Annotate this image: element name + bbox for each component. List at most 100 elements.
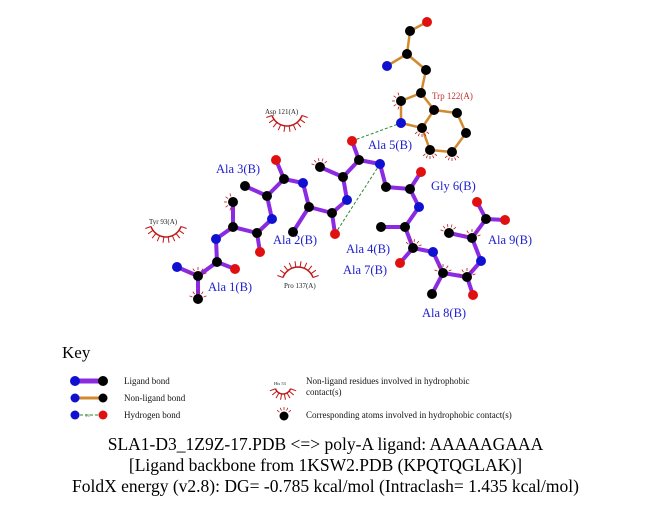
hydrophobic-contact-spike [405,241,409,245]
oxygen-atom [271,155,281,165]
hydrophobic-contact-spike [201,268,204,272]
hydrophobic-contact-spike [276,409,280,413]
carbon-atom [408,243,418,253]
label-ala9: Ala 9(B) [488,233,532,247]
label-gly6: Gly 6(B) [431,179,476,193]
hydrophobic-contact-spike [477,234,481,237]
nitrogen-atom [298,178,308,188]
hydrophobic-contact-spike [286,407,289,411]
key-ligand-bond-label: Ligand bond [124,376,170,386]
key-hbond-distance: 3.0 [85,413,90,418]
hydrophobic-contact-spike [225,196,229,199]
carbon-atom [354,155,364,165]
hydrophobic-contact-spike [418,244,422,247]
oxygen-atom [500,215,510,225]
hydrophobic-contact-spike [409,239,412,243]
nitrogen-atom [382,61,392,71]
hydrophobic-contact-spike [393,95,397,98]
hydrophobic-contact-spike [397,106,400,110]
footer-title-line2: [Ligand backbone from 1KSW2.PDB (KPQTQGL… [128,455,523,475]
key-nitrogen-atom [70,393,80,403]
nitrogen-atom [428,247,438,257]
hydrophobic-contact-spike [318,158,320,162]
hydrophobic-contact-spike [447,157,450,161]
key-hydrophobic-arc [269,388,297,400]
hydrophobic-contact-spike [425,155,428,159]
carbon-atom [193,294,203,304]
key-hydrophobic-residues-label: Non-ligand residues involved in hydropho… [306,376,470,397]
hydrophobic-contact-spike [470,269,473,273]
key-non-ligand-bond-label: Non-ligand bond [124,393,186,403]
hydrophobic-contact-spike [463,234,467,237]
hydrophobic-contact-spike [279,407,282,411]
hydrophobic-contact-spike [466,230,469,234]
carbon-atom [481,214,491,224]
nitrogen-atom [267,214,277,224]
label-ala8: Ala 8(B) [422,306,466,320]
hydrophobic-contact-spike [434,153,438,157]
carbon-atom [228,197,238,207]
carbon-atom [279,174,289,184]
hydrophobic-contact-spike [472,273,476,276]
nitrogen-atom [211,234,221,244]
carbon-atom [405,184,415,194]
hydrophobic-contact-spike [225,205,229,208]
carbon-atom [462,272,472,282]
hydrophobic-contact-spike [203,272,207,275]
carbon-atom [447,147,457,157]
label-ala2: Ala 2(B) [273,233,317,247]
label-ala7: Ala 7(B) [343,263,387,277]
hydrophobic-contact-spike [311,163,315,166]
footer-title-line1: SLA1-D3_1Z9Z-17.PDB <=> poly-A ligand: A… [107,434,544,454]
carbon-atom [444,228,454,238]
hydrophobic-contact-spike [426,131,430,135]
key-carbon-atom [98,376,108,386]
carbon-atom [304,202,314,212]
label-ala1: Ala 1(B) [208,280,252,294]
hydrophobic-contact-spike [417,133,420,137]
carbon-atom [381,182,391,192]
hydrophobic-contact-spike [448,269,452,272]
hydrophobic-contact-spike [416,240,420,244]
hydrophobic-contact-spike [393,104,397,107]
hydrophobic-contact-spike [453,226,457,230]
carbon-atom [429,105,439,115]
hydrophobic-contact-spike [461,269,464,273]
hydrophobic-contact-spike [397,92,400,96]
key-legend-graphics: 3.0 His 53 [70,376,297,421]
oxygen-atom [422,17,432,27]
carbon-atom [288,227,298,237]
carbon-atom [376,222,386,232]
carbon-atom [452,108,462,118]
hydrophobic-contact-spike [422,153,426,157]
carbon-atom [416,88,426,98]
carbon-atom [400,222,410,232]
hydrophobic-contact-spike [447,224,449,228]
hydrophobic-contact-spike [475,230,478,234]
oxygen-atom [395,258,405,268]
carbon-atom [212,257,222,267]
label-tyr93: Tyr 93(A) [149,218,178,226]
nitrogen-atom [342,195,352,205]
oxygen-atom [255,247,265,257]
hydrophobic-contact-spike [192,268,195,272]
carbon-atom [252,228,262,238]
carbon-atom [240,181,250,191]
hydrophobic-contact-spike [229,193,232,197]
hydrophobic-contact-spike [229,207,232,211]
label-ala5: Ala 5(B) [368,138,412,152]
carbon-atom [396,96,406,106]
hydrogen-bond [334,163,381,235]
carbon-atom [425,145,435,155]
carbon-atom [338,172,348,182]
nitrogen-atom [375,159,385,169]
key-hydrogen-bond-label: Hydrogen bond [124,410,181,420]
hydrophobic-arc-tyr93 [145,226,187,243]
carbon-atom [421,65,431,75]
footer-energy-line: FoldX energy (v2.8): DG= -0.785 kcal/mol… [72,476,579,496]
hydrophobic-arc-pro137 [277,261,319,278]
carbon-atom [417,123,427,133]
key-nitrogen-atom [70,376,80,386]
hydrophobic-contact-spike [456,155,460,159]
